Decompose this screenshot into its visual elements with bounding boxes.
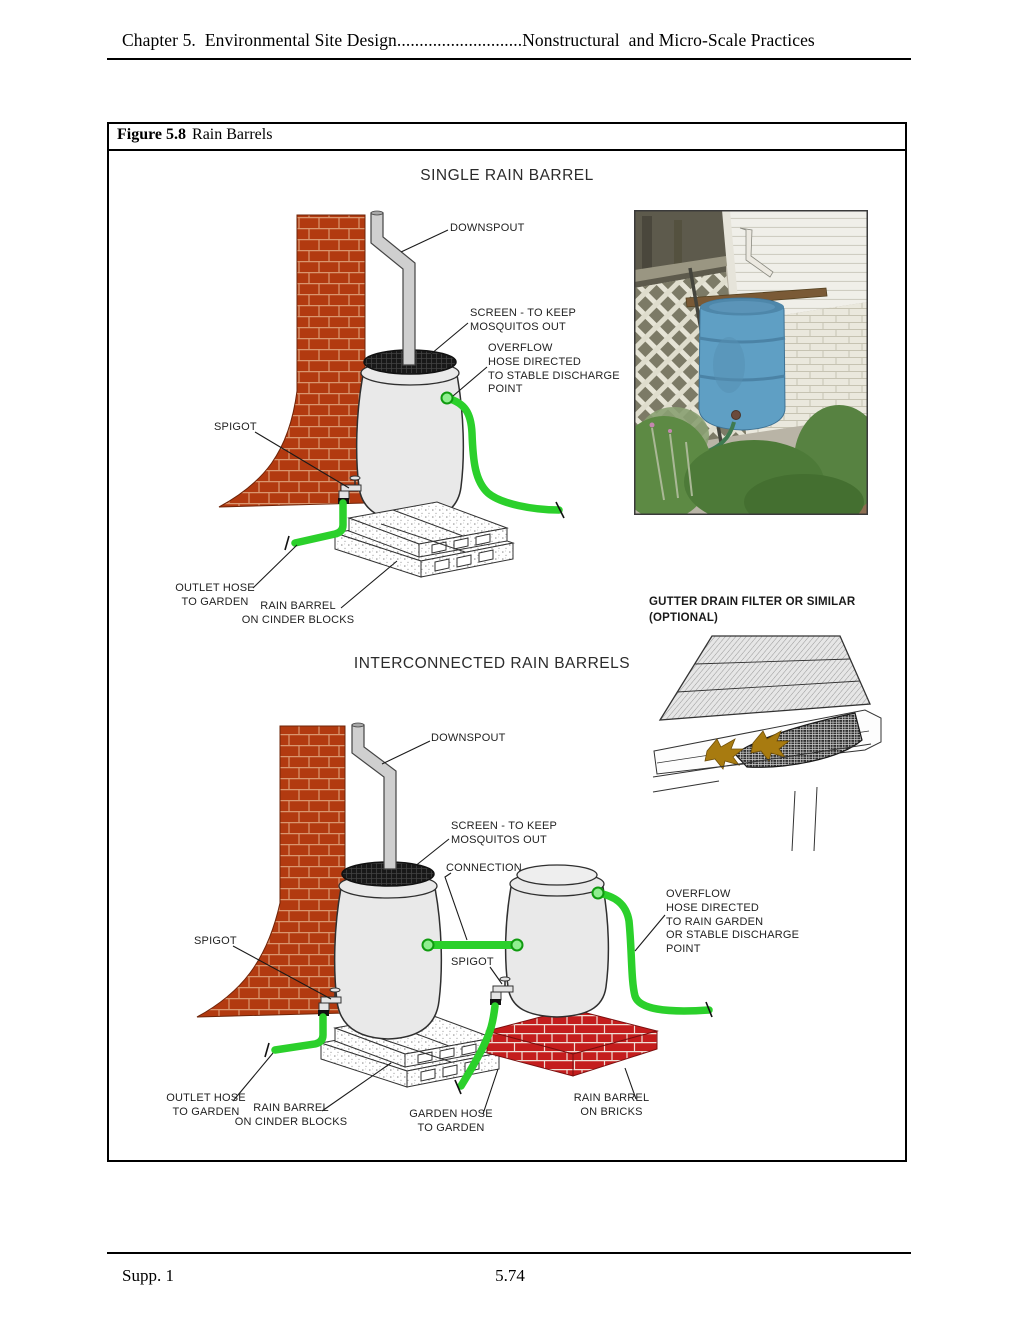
porch-post: [674, 220, 682, 274]
overflow-port: [440, 391, 454, 405]
figure-title: Figure 5.8 Rain Barrels: [109, 124, 905, 151]
connection-port: [421, 938, 435, 952]
outlet-hose: [291, 499, 347, 547]
label-downspout-2: DOWNSPOUT: [431, 732, 506, 744]
photo-scene: [616, 210, 884, 530]
overflow-hose: [443, 394, 563, 514]
chapter-header: Chapter 5. Environmental Site Design....…: [122, 30, 815, 50]
roof: [658, 635, 871, 721]
header-rule: [107, 58, 911, 60]
label-connection: CONNECTION: [446, 862, 522, 874]
leader-lines-inter: [232, 740, 666, 1115]
photo-border: [634, 210, 868, 515]
hose-end-tick: [264, 1042, 270, 1058]
brick-wall: [218, 214, 366, 508]
barrel-lid-inner: [709, 301, 775, 313]
figure-body: SINGLE RAIN BARREL INTERCONNECTED RAIN B…: [109, 151, 905, 1164]
footer-page-number: 5.74: [495, 1266, 525, 1285]
footer-rule: [107, 1252, 911, 1254]
single-diagram-heading: SINGLE RAIN BARREL: [420, 167, 594, 184]
downspout-pipe: [351, 724, 397, 870]
footer-supplement: Supp. 1: [122, 1266, 174, 1285]
label-spigot: SPIGOT: [214, 421, 257, 433]
label-spigot-right: SPIGOT: [451, 956, 494, 968]
hose-end-tick: [454, 1079, 462, 1095]
leader-lines-single: [252, 229, 488, 609]
label-outlet-hose-2: OUTLET HOSE TO GARDEN: [166, 1092, 246, 1118]
barrel-spigot: [731, 410, 741, 420]
brick-pad: [485, 1008, 659, 1077]
label-rain-barrel-cinder-2: RAIN BARREL ON CINDER BLOCKS: [234, 1102, 348, 1128]
downspout-opening: [370, 210, 384, 216]
barrel-stain: [713, 337, 745, 393]
rain-barrel-left: [333, 881, 443, 1040]
label-rain-barrel-bricks: RAIN BARREL ON BRICKS: [573, 1092, 650, 1118]
porch-post: [642, 216, 652, 276]
rain-barrel-photo: [616, 210, 884, 530]
brick-wall: [196, 725, 346, 1018]
figure-number: Figure 5.8: [117, 126, 187, 143]
label-garden-hose: GARDEN HOSE TO GARDEN: [409, 1108, 493, 1134]
outlet-hose: [271, 1013, 327, 1054]
gutter-filter-label: GUTTER DRAIN FILTER OR SIMILAR (OPTIONAL…: [649, 596, 856, 624]
label-downspout: DOWNSPOUT: [450, 222, 525, 234]
figure-name: Rain Barrels: [192, 126, 273, 143]
inter-diagram-heading: INTERCONNECTED RAIN BARRELS: [353, 655, 631, 672]
figure-box: Figure 5.8 Rain Barrels: [107, 122, 907, 1162]
wall-below-gutter: [652, 743, 872, 852]
label-rain-barrel-cinder: RAIN BARREL ON CINDER BLOCKS: [241, 600, 355, 626]
interconnected-barrels-diagram: [196, 722, 713, 1115]
fence-rail: [634, 256, 727, 282]
photo-downspout: [739, 227, 774, 278]
single-barrel-diagram: [218, 210, 565, 609]
shingle-lines: [676, 658, 861, 693]
downspout-pipe: [370, 212, 416, 366]
label-spigot-left: SPIGOT: [194, 935, 237, 947]
hose-end-tick: [555, 501, 565, 519]
barrel-lid: [516, 864, 598, 886]
spigot-left: [318, 987, 342, 1016]
connection-port: [510, 938, 524, 952]
label-screen-2: SCREEN - TO KEEP MOSQUITOS OUT: [451, 820, 558, 846]
overflow-hose: [594, 889, 713, 1015]
hose-end-tick: [284, 535, 290, 551]
hose-end-tick: [705, 1001, 713, 1018]
overflow-port: [591, 886, 605, 900]
cinder-block-platform: [334, 501, 515, 578]
gutter-filter-diagram: [652, 635, 882, 852]
downspout-opening: [351, 722, 365, 728]
label-overflow: OVERFLOW HOSE DIRECTED TO STABLE DISCHAR…: [488, 342, 620, 396]
garden-hose: [457, 1002, 499, 1090]
spigot-right: [490, 976, 514, 1005]
rain-barrel-diagrams: [196, 210, 882, 1115]
label-outlet-hose: OUTLET HOSE TO GARDEN: [175, 582, 255, 608]
label-screen: SCREEN - TO KEEP MOSQUITOS OUT: [470, 307, 577, 333]
label-overflow-2: OVERFLOW HOSE DIRECTED TO RAIN GARDEN OR…: [666, 888, 800, 955]
